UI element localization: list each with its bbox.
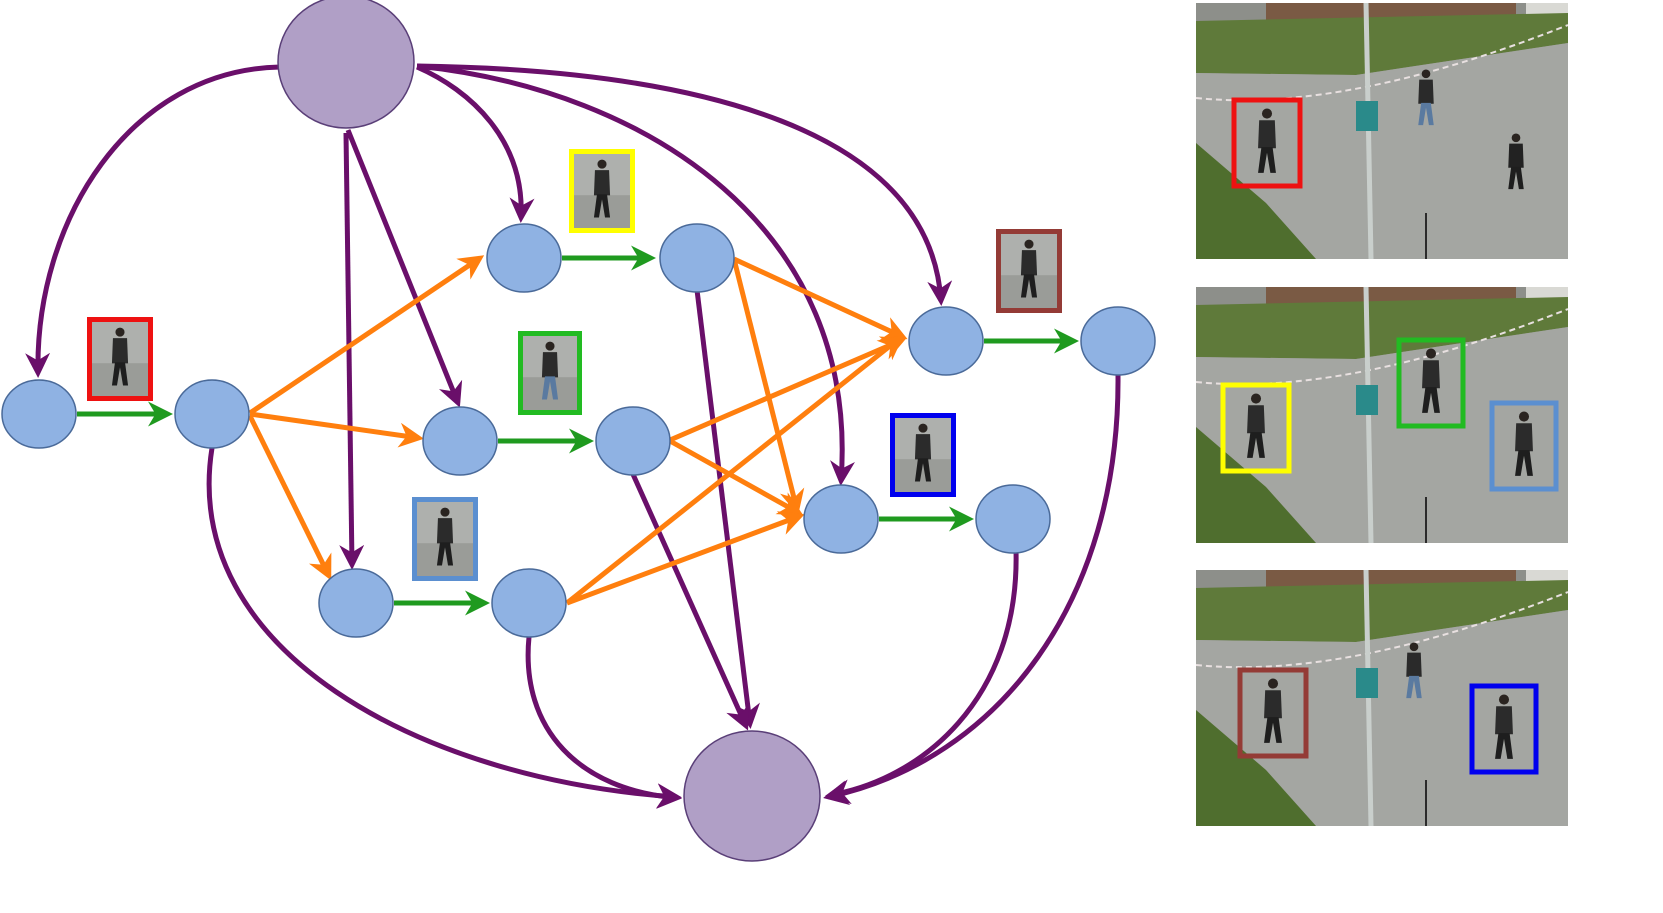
pedestrian-figure — [1418, 69, 1434, 126]
node-n8 — [491, 568, 567, 638]
detection-thumbnails — [87, 149, 1062, 581]
node-n6 — [595, 406, 671, 476]
pedestrian-figure — [111, 327, 129, 386]
exit-edge-n2 — [206, 447, 682, 809]
exit-edge-n10 — [825, 549, 1019, 805]
grass — [1196, 297, 1568, 359]
node-n1 — [1, 379, 77, 449]
node-n11 — [803, 484, 879, 554]
exit-edge-n6 — [629, 470, 750, 731]
detection-box-blue — [1469, 683, 1539, 775]
detection-box-brown — [1237, 667, 1309, 759]
pedestrian-figure — [1495, 694, 1513, 759]
grass — [1196, 580, 1568, 642]
pedestrian-figure — [1264, 678, 1282, 743]
transition-edge-n2-n7 — [247, 414, 332, 581]
node-n5 — [422, 406, 498, 476]
video-frame-3 — [1196, 570, 1568, 826]
grass — [1196, 13, 1568, 75]
transition-edge-n4-n9 — [732, 256, 908, 340]
exit-edge-n12 — [823, 374, 1121, 805]
node-n2 — [174, 379, 250, 449]
thumbnail-red — [87, 317, 153, 401]
transition-edges — [247, 255, 908, 606]
transition-edge-n2-n5 — [249, 411, 424, 448]
video-frame-1 — [1196, 3, 1568, 259]
transition-edge-n2-n3 — [248, 255, 485, 416]
node-n7 — [318, 568, 394, 638]
frame-scene — [1196, 287, 1568, 543]
transition-edge-n4-n11 — [731, 258, 805, 515]
node-n12 — [975, 484, 1051, 554]
video-frame-2 — [1196, 287, 1568, 543]
exit-edges — [206, 289, 1121, 809]
entry-edges — [25, 63, 953, 570]
detection-nodes — [1, 223, 1156, 638]
pedestrian-figure — [1020, 239, 1038, 298]
entry-edge-n9 — [416, 63, 953, 306]
pedestrian-figure — [1515, 411, 1533, 476]
entry-edge-n5 — [345, 129, 463, 408]
sign — [1356, 101, 1378, 131]
pedestrian-figure — [1406, 642, 1422, 699]
transition-edge-n8-n9 — [565, 334, 904, 605]
pedestrian-figure — [1422, 348, 1440, 413]
transition-edge-n6-n11 — [668, 438, 804, 516]
entry-edge-n1 — [25, 64, 281, 378]
node-n9 — [908, 306, 984, 376]
transition-edge-n8-n11 — [566, 511, 805, 606]
thumbnail-yellow — [569, 149, 635, 233]
exit-edge-n8 — [525, 636, 682, 809]
observation-edges — [77, 245, 1079, 616]
pedestrian-figure — [1258, 108, 1276, 173]
pedestrian-figure — [1247, 393, 1265, 458]
entry-edge-n11 — [416, 63, 855, 486]
frame-scene — [1196, 3, 1568, 259]
road — [1196, 327, 1568, 543]
sign — [1356, 385, 1378, 415]
sign — [1356, 668, 1378, 698]
entry-edge-n3 — [416, 64, 535, 223]
detection-box-yellow — [1220, 382, 1292, 474]
transition-edge-n6-n9 — [669, 336, 907, 443]
thumbnail-green — [518, 331, 582, 415]
thumbnail-blue — [890, 413, 956, 497]
node-n4 — [659, 223, 735, 293]
node-n3 — [486, 223, 562, 293]
pedestrian-figure — [1508, 133, 1524, 190]
pedestrian-figure — [436, 507, 454, 566]
exit-edge-n4 — [694, 289, 760, 729]
node-n10 — [1080, 306, 1156, 376]
frame-scene — [1196, 570, 1568, 826]
road — [1196, 43, 1568, 259]
thumbnail-light-blue — [412, 497, 478, 581]
detection-box-light-blue — [1489, 400, 1559, 492]
detection-box-green — [1396, 337, 1466, 429]
source-node — [277, 0, 415, 129]
pedestrian-figure — [541, 341, 559, 400]
thumbnail-brown — [996, 229, 1062, 313]
detection-box-red — [1231, 97, 1303, 189]
pedestrian-figure — [914, 423, 932, 482]
pedestrian-figure — [593, 159, 611, 218]
sink-node — [683, 730, 821, 862]
